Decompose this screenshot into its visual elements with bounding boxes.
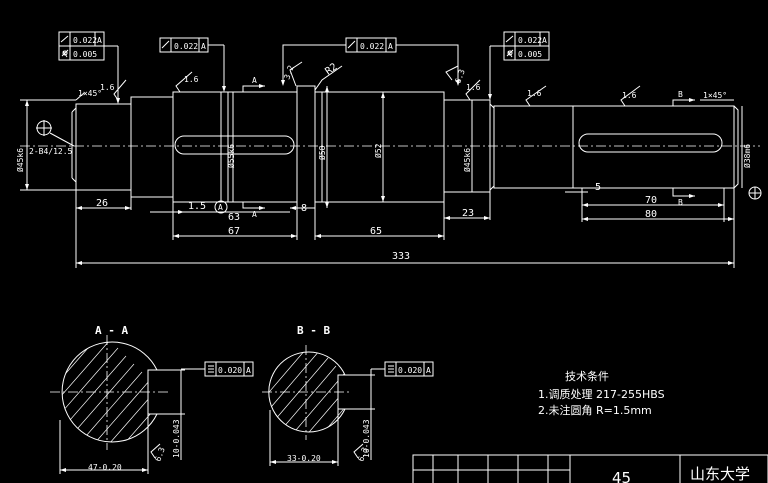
tol-left-top: 0.022	[73, 36, 97, 45]
marker-a-top: A	[252, 76, 257, 85]
dim-33: 33-0.20	[287, 454, 321, 463]
dim-10-a: 10-0.043	[172, 419, 181, 458]
roughness-5: 1.6	[466, 83, 481, 92]
title-block	[412, 454, 768, 483]
tol-left-bottom: 0.005	[73, 50, 97, 59]
tol-mid-center: 0.022	[360, 42, 384, 51]
center-hole-note: 2-B4/12.5	[29, 147, 73, 156]
tol-sec-b: 0.020	[398, 366, 422, 375]
dimension-lines	[20, 86, 743, 268]
dim-63: 63	[228, 212, 240, 223]
marker-b-bottom: B	[678, 198, 683, 207]
dim-8: 8	[301, 203, 307, 214]
dim-47: 47-0.20	[88, 463, 122, 472]
tol-sec-b-datum: A	[426, 366, 431, 375]
section-a-a	[50, 335, 254, 474]
tol-mid-left: 0.022	[174, 42, 198, 51]
tol-right-top-datum: A	[542, 36, 547, 45]
roughness-6: 1.6	[527, 89, 542, 98]
dim-333: 333	[392, 251, 410, 262]
dim-5: 5	[595, 182, 601, 193]
tol-mid-left-datum: A	[201, 42, 206, 51]
tech-title: 技术条件	[565, 369, 609, 383]
roughness-symbols	[113, 61, 641, 459]
dim-23: 23	[462, 208, 474, 219]
tol-sec-a: 0.020	[218, 366, 242, 375]
datum-a-label: A	[218, 203, 223, 212]
section-b-title: B - B	[297, 324, 330, 337]
tol-right-top: 0.022	[518, 36, 542, 45]
roughness-4: 6.3	[453, 68, 466, 85]
section-a-title: A - A	[95, 324, 128, 337]
dim-65: 65	[370, 226, 382, 237]
tol-left-top-datum: A	[97, 36, 102, 45]
dim-67: 67	[228, 226, 240, 237]
dia-58: Ø58	[317, 145, 327, 160]
chamfer-right: 1×45°	[703, 91, 727, 100]
marker-b-top: B	[678, 90, 683, 99]
dia-38: Ø38m6	[742, 144, 752, 168]
roughness-3: 3.2	[282, 64, 295, 81]
dia-52: Ø52	[373, 143, 383, 158]
dia-55: Ø55k6	[226, 144, 236, 168]
section-markers	[242, 84, 695, 210]
tech-line-1: 1.调质处理 217-255HBS	[538, 388, 665, 401]
shaft-outline	[20, 85, 762, 214]
radius-r2: R2	[323, 62, 339, 78]
dim-80: 80	[645, 209, 657, 220]
dia-45-left: Ø45k6	[15, 148, 25, 172]
tol-sec-a-datum: A	[246, 366, 251, 375]
title-scale: 45	[612, 469, 631, 483]
dia-45-right: Ø45k6	[462, 148, 472, 172]
dim-1-5: 1.5	[188, 201, 206, 212]
roughness-2: 1.6	[184, 75, 199, 84]
marker-a-bottom: A	[252, 210, 257, 219]
dim-70: 70	[645, 195, 657, 206]
title-school: 山东大学	[690, 465, 750, 483]
dim-10-b: 10-0.043	[362, 419, 371, 458]
tol-mid-center-datum: A	[388, 42, 393, 51]
chamfer-left: 1×45°	[78, 89, 102, 98]
roughness-1: 1.6	[100, 83, 115, 92]
tech-line-2: 2.未注圆角 R=1.5mm	[538, 403, 652, 417]
tolerance-frames	[58, 31, 550, 104]
roughness-7: 1.6	[622, 91, 637, 100]
section-b-b	[262, 345, 434, 466]
tol-right-bottom: 0.005	[518, 50, 542, 59]
dim-26: 26	[96, 198, 108, 209]
